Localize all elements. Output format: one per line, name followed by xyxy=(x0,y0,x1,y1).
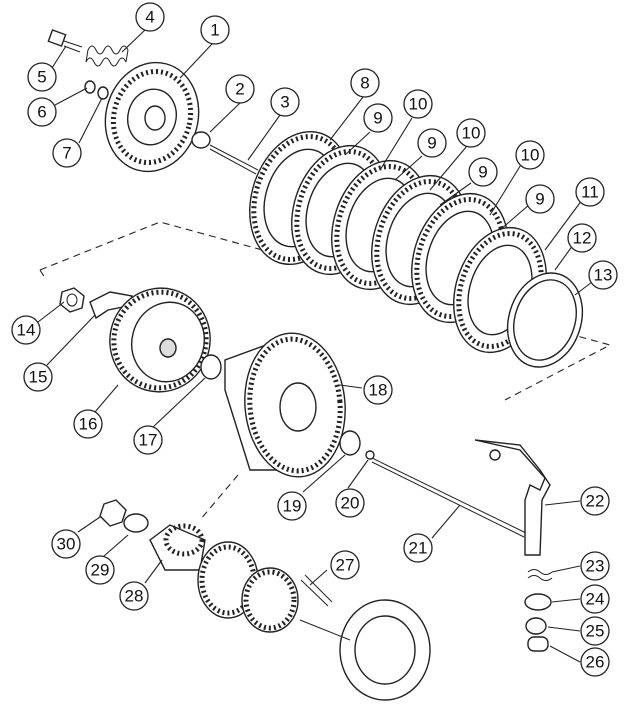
callout-10a: 10 xyxy=(403,89,433,119)
callout-21: 21 xyxy=(403,533,433,563)
svg-text:26: 26 xyxy=(586,653,605,672)
svg-text:9: 9 xyxy=(478,163,487,182)
svg-text:17: 17 xyxy=(139,431,158,450)
part-bolt xyxy=(47,29,83,53)
callout-5: 5 xyxy=(27,62,57,92)
part-clutch-basket xyxy=(224,332,346,478)
svg-text:8: 8 xyxy=(360,74,369,93)
part-oil-seal xyxy=(525,617,547,635)
svg-text:16: 16 xyxy=(79,415,98,434)
svg-text:19: 19 xyxy=(283,497,302,516)
callout-2: 2 xyxy=(225,74,255,104)
callout-18: 18 xyxy=(363,375,393,405)
callout-7: 7 xyxy=(52,138,82,168)
svg-text:10: 10 xyxy=(521,146,540,165)
callout-30: 30 xyxy=(51,529,81,559)
part-nut-and-lockwasher xyxy=(59,287,133,320)
svg-text:5: 5 xyxy=(37,68,46,87)
svg-text:4: 4 xyxy=(145,8,154,27)
part-push-rod xyxy=(209,144,259,175)
callout-6: 6 xyxy=(27,97,57,127)
svg-text:14: 14 xyxy=(17,321,36,340)
svg-text:22: 22 xyxy=(586,492,605,511)
svg-text:12: 12 xyxy=(573,229,592,248)
callout-3: 3 xyxy=(270,87,300,117)
svg-text:11: 11 xyxy=(581,183,599,202)
part-steel-ball xyxy=(365,450,375,460)
svg-text:20: 20 xyxy=(341,494,360,513)
part-circlip xyxy=(524,593,552,611)
callout-23: 23 xyxy=(580,551,610,581)
clutch-plate-stack xyxy=(249,130,584,368)
svg-text:1: 1 xyxy=(210,21,219,40)
callout-20: 20 xyxy=(335,488,365,518)
callout-9b: 9 xyxy=(417,128,447,158)
callout-27: 27 xyxy=(330,550,360,580)
callout-9d: 9 xyxy=(525,184,555,214)
callout-25: 25 xyxy=(580,616,610,646)
svg-text:3: 3 xyxy=(280,93,289,112)
assembly-dashed-link xyxy=(199,474,239,521)
callout-16: 16 xyxy=(73,409,103,439)
callout-10b: 10 xyxy=(456,118,486,148)
svg-text:27: 27 xyxy=(336,556,355,575)
callout-15: 15 xyxy=(23,362,53,392)
callout-4: 4 xyxy=(135,2,165,32)
callout-10c: 10 xyxy=(515,140,545,170)
part-basket-washer xyxy=(339,430,361,456)
part-clutch-hub xyxy=(109,287,211,393)
svg-text:7: 7 xyxy=(62,144,71,163)
svg-text:9: 9 xyxy=(535,190,544,209)
part-thrust-washer xyxy=(191,131,211,149)
callout-24: 24 xyxy=(580,584,610,614)
svg-text:18: 18 xyxy=(369,381,388,400)
callout-14: 14 xyxy=(11,315,41,345)
svg-text:2: 2 xyxy=(235,80,244,99)
part-primary-gears xyxy=(99,499,431,701)
part-bearing xyxy=(527,636,549,652)
callout-8: 8 xyxy=(350,68,380,98)
callout-11: 11 xyxy=(575,177,605,207)
svg-text:24: 24 xyxy=(586,590,605,609)
callout-28: 28 xyxy=(119,581,149,611)
svg-text:10: 10 xyxy=(409,95,428,114)
svg-text:6: 6 xyxy=(37,103,46,122)
part-pressure-plate xyxy=(104,61,200,173)
callout-19: 19 xyxy=(277,491,307,521)
callout-1: 1 xyxy=(200,15,230,45)
svg-text:13: 13 xyxy=(594,266,613,285)
svg-text:10: 10 xyxy=(462,124,481,143)
svg-text:9: 9 xyxy=(373,109,382,128)
svg-text:21: 21 xyxy=(409,539,428,558)
svg-text:23: 23 xyxy=(586,557,605,576)
svg-text:28: 28 xyxy=(125,587,144,606)
leader-lines xyxy=(37,29,593,663)
part-long-push-rod xyxy=(371,457,527,538)
part-hub-washer xyxy=(200,354,222,380)
svg-text:9: 9 xyxy=(427,134,436,153)
callout-22: 22 xyxy=(580,486,610,516)
part-release-lever xyxy=(474,439,551,556)
svg-text:15: 15 xyxy=(29,368,48,387)
part-spring xyxy=(85,45,129,67)
callout-13: 13 xyxy=(588,260,618,290)
callout-9a: 9 xyxy=(363,103,393,133)
callout-12: 12 xyxy=(567,223,597,253)
part-lever-spring xyxy=(527,569,553,581)
part-small-washers xyxy=(84,80,109,100)
callout-9c: 9 xyxy=(468,157,498,187)
callout-26: 26 xyxy=(580,647,610,677)
callout-17: 17 xyxy=(133,425,163,455)
svg-text:30: 30 xyxy=(57,535,76,554)
callout-29: 29 xyxy=(85,555,115,585)
svg-text:29: 29 xyxy=(91,561,110,580)
svg-text:25: 25 xyxy=(586,622,605,641)
